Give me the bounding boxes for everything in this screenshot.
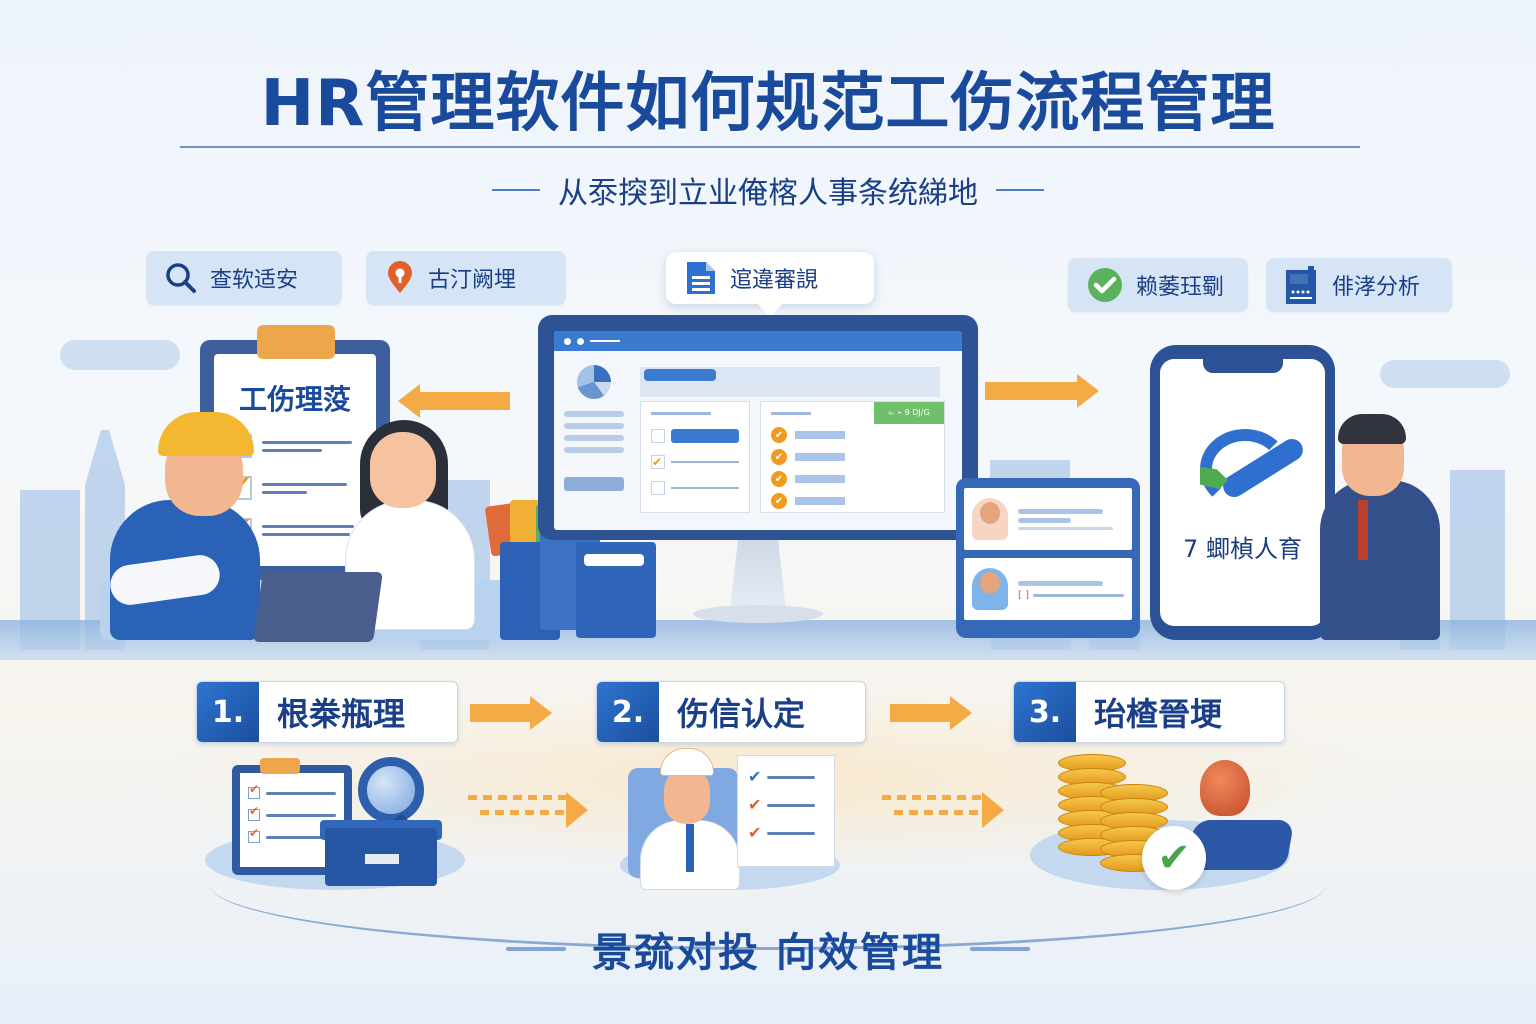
- check-circle-icon: ✔: [771, 427, 787, 443]
- tag-item-document[interactable]: 逭違審誢: [666, 252, 874, 318]
- subtitle-dash-right: [996, 189, 1044, 191]
- monitor-stand: [730, 540, 786, 610]
- step-number: 3.: [1014, 682, 1076, 742]
- tag-item-verified[interactable]: 赖萎珏劅: [1068, 258, 1248, 312]
- check-circle-icon: [1086, 266, 1124, 304]
- status-badge: ⟜ ⌁ 9 DJ/G: [874, 402, 944, 424]
- arrow-right-icon: [470, 696, 552, 730]
- laptop-icon: [253, 572, 383, 642]
- footer-line-left: [506, 947, 567, 951]
- mobile-app-phone: 7 蝍楨人育: [1150, 345, 1335, 640]
- subtitle: 从沗揬到立业俺楁人事条统綈地: [558, 176, 978, 211]
- checklist-item: [228, 470, 362, 500]
- arrow-right-icon: [985, 374, 1099, 408]
- id-card-icon: [ ]: [1018, 590, 1029, 601]
- window-titlebar: [554, 331, 962, 351]
- tie: [1358, 500, 1368, 560]
- hardhat-icon: [158, 412, 254, 456]
- tag-label: 古汀阙埋: [428, 268, 517, 293]
- dashed-arrow-icon: [468, 795, 568, 815]
- profile-card: [964, 488, 1132, 550]
- search-icon: [164, 261, 198, 295]
- clipboard-title: 工伤理莈: [238, 383, 351, 416]
- pie-chart-icon: [577, 365, 611, 399]
- form-panel: ✔: [640, 401, 750, 513]
- magnifier-icon: [358, 757, 424, 823]
- monitor-base: [693, 605, 823, 623]
- location-pin-icon: [384, 261, 416, 295]
- search-bar[interactable]: [640, 367, 940, 397]
- page-title: HR管理软件如何规范工伤流程管理: [260, 67, 1276, 141]
- employee-profile-cards: [ ]: [956, 478, 1140, 638]
- phone-app-name: 7 蝍楨人育: [1183, 535, 1302, 563]
- check-circle-icon: ✔: [771, 449, 787, 465]
- clipboard-clip: [257, 325, 335, 359]
- title-divider: [180, 146, 1360, 148]
- document-icon: [684, 259, 718, 297]
- tag-label: 俳涍分析: [1332, 275, 1421, 300]
- profile-card: [ ]: [964, 558, 1132, 620]
- tag-label: 逭違審誢: [730, 268, 819, 293]
- avatar: [972, 498, 1008, 540]
- subtitle-dash-left: [492, 189, 540, 191]
- doctor-face: [664, 768, 710, 824]
- footer-row: 景巯对投 向效管理: [0, 920, 1536, 978]
- tag-label: 查软适安: [210, 268, 299, 293]
- arrow-left-icon: [398, 384, 510, 418]
- tag-label: 赖萎珏劅: [1136, 275, 1225, 300]
- check-circle-icon: ✔: [771, 493, 787, 509]
- doctor-cap: [660, 748, 714, 776]
- businessman-hair: [1338, 414, 1406, 444]
- footer-tagline: 景巯对投 向效管理: [592, 930, 944, 976]
- check-circle-icon: ✔: [771, 471, 787, 487]
- footer-line-right: [969, 947, 1030, 951]
- approval-panel: ⟜ ⌁ 9 DJ/G ✔ ✔ ✔ ✔: [760, 401, 945, 513]
- tag-item-location[interactable]: 古汀阙埋: [366, 251, 566, 305]
- arrow-right-icon: [890, 696, 972, 730]
- avatar: [972, 568, 1008, 610]
- step-number: 1.: [197, 682, 259, 742]
- step-1[interactable]: 1. 根桊瓶理: [196, 681, 458, 743]
- hr-software-monitor: ✔ ⟜ ⌁ 9 DJ/G ✔ ✔ ✔ ✔: [538, 315, 978, 540]
- businessman: [1320, 480, 1440, 640]
- step-label: 珆楂晉埂: [1094, 695, 1223, 733]
- report-icon: [1284, 264, 1320, 306]
- step-3[interactable]: 3. 珆楂晉埂: [1013, 681, 1285, 743]
- subtitle-row: 从沗揬到立业俺楁人事条统綈地: [0, 168, 1536, 212]
- app-sidebar: [564, 361, 624, 497]
- step-number: 2.: [597, 682, 659, 742]
- step-label: 根桊瓶理: [277, 695, 406, 733]
- hr-staff-face: [370, 432, 436, 508]
- tag-item-search[interactable]: 查软适安: [146, 251, 342, 305]
- file-folders: [480, 490, 660, 640]
- flow-arc: [210, 820, 1326, 950]
- step-label: 伤信认定: [677, 695, 806, 733]
- dashed-arrow-icon: [882, 795, 982, 815]
- tag-item-report[interactable]: 俳涍分析: [1266, 258, 1452, 312]
- step-2[interactable]: 2. 伤信认定: [596, 681, 866, 743]
